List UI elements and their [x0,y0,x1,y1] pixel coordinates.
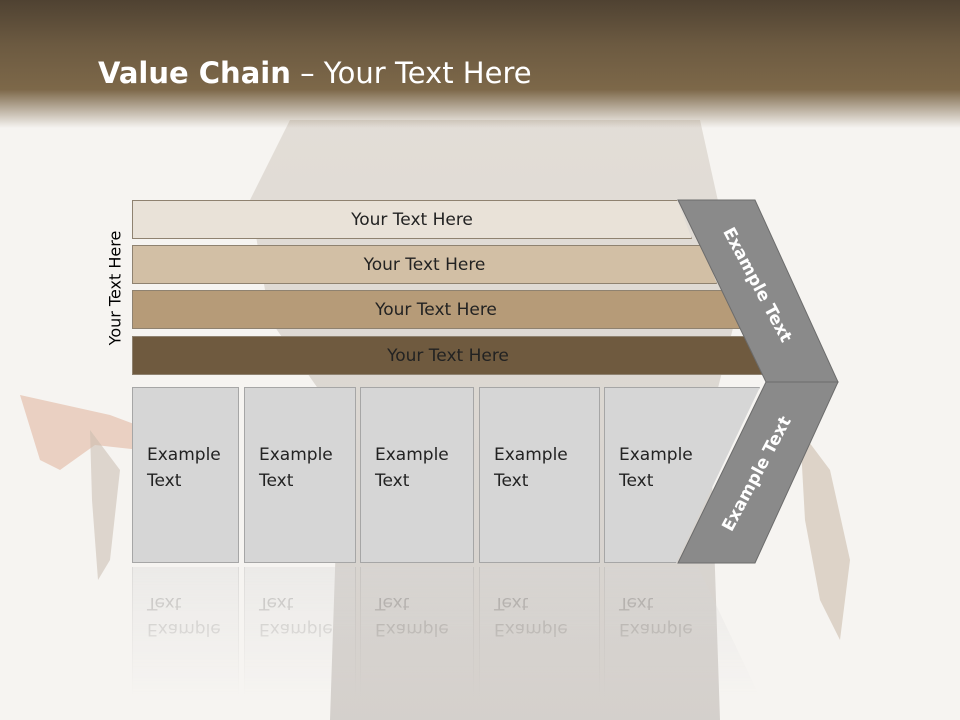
title-bold: Value Chain [98,56,291,90]
activity-cell-3: Example Text [360,387,474,563]
activity-cell-2-line1: Example [259,445,333,465]
support-band-1: Your Text Here [132,200,692,239]
activity-cell-2: Example Text [244,387,356,563]
side-label: Your Text Here [105,230,125,346]
activity-cell-3-line1: Example [375,445,449,465]
support-band-4-label: Your Text Here [387,345,509,366]
page-title: Value Chain – Your Text Here [98,56,532,90]
chevron-lower-shape [677,381,839,564]
activity-cell-4: Example Text [479,387,600,563]
activity-cell-4-line2: Text [494,471,529,491]
activity-cell-2-line2: Text [259,471,294,491]
activity-cell-5-line1: Example [619,445,693,465]
activity-cell-4-line1: Example [494,445,568,465]
support-band-3-label: Your Text Here [375,299,497,320]
margin-chevron [677,199,839,564]
activity-cell-1-line1: Example [147,445,221,465]
header-band [0,0,960,128]
support-band-4: Your Text Here [132,336,764,375]
activity-cell-3-line2: Text [375,471,410,491]
support-band-1-label: Your Text Here [351,209,473,230]
support-band-2-label: Your Text Here [363,254,486,275]
title-rest: – Your Text Here [290,56,532,90]
activity-cell-5-line2: Text [619,471,654,491]
support-band-3: Your Text Here [132,290,740,329]
activity-cell-1: Example Text [132,387,239,563]
activity-cell-1-line2: Text [147,471,182,491]
support-band-2: Your Text Here [132,245,717,284]
